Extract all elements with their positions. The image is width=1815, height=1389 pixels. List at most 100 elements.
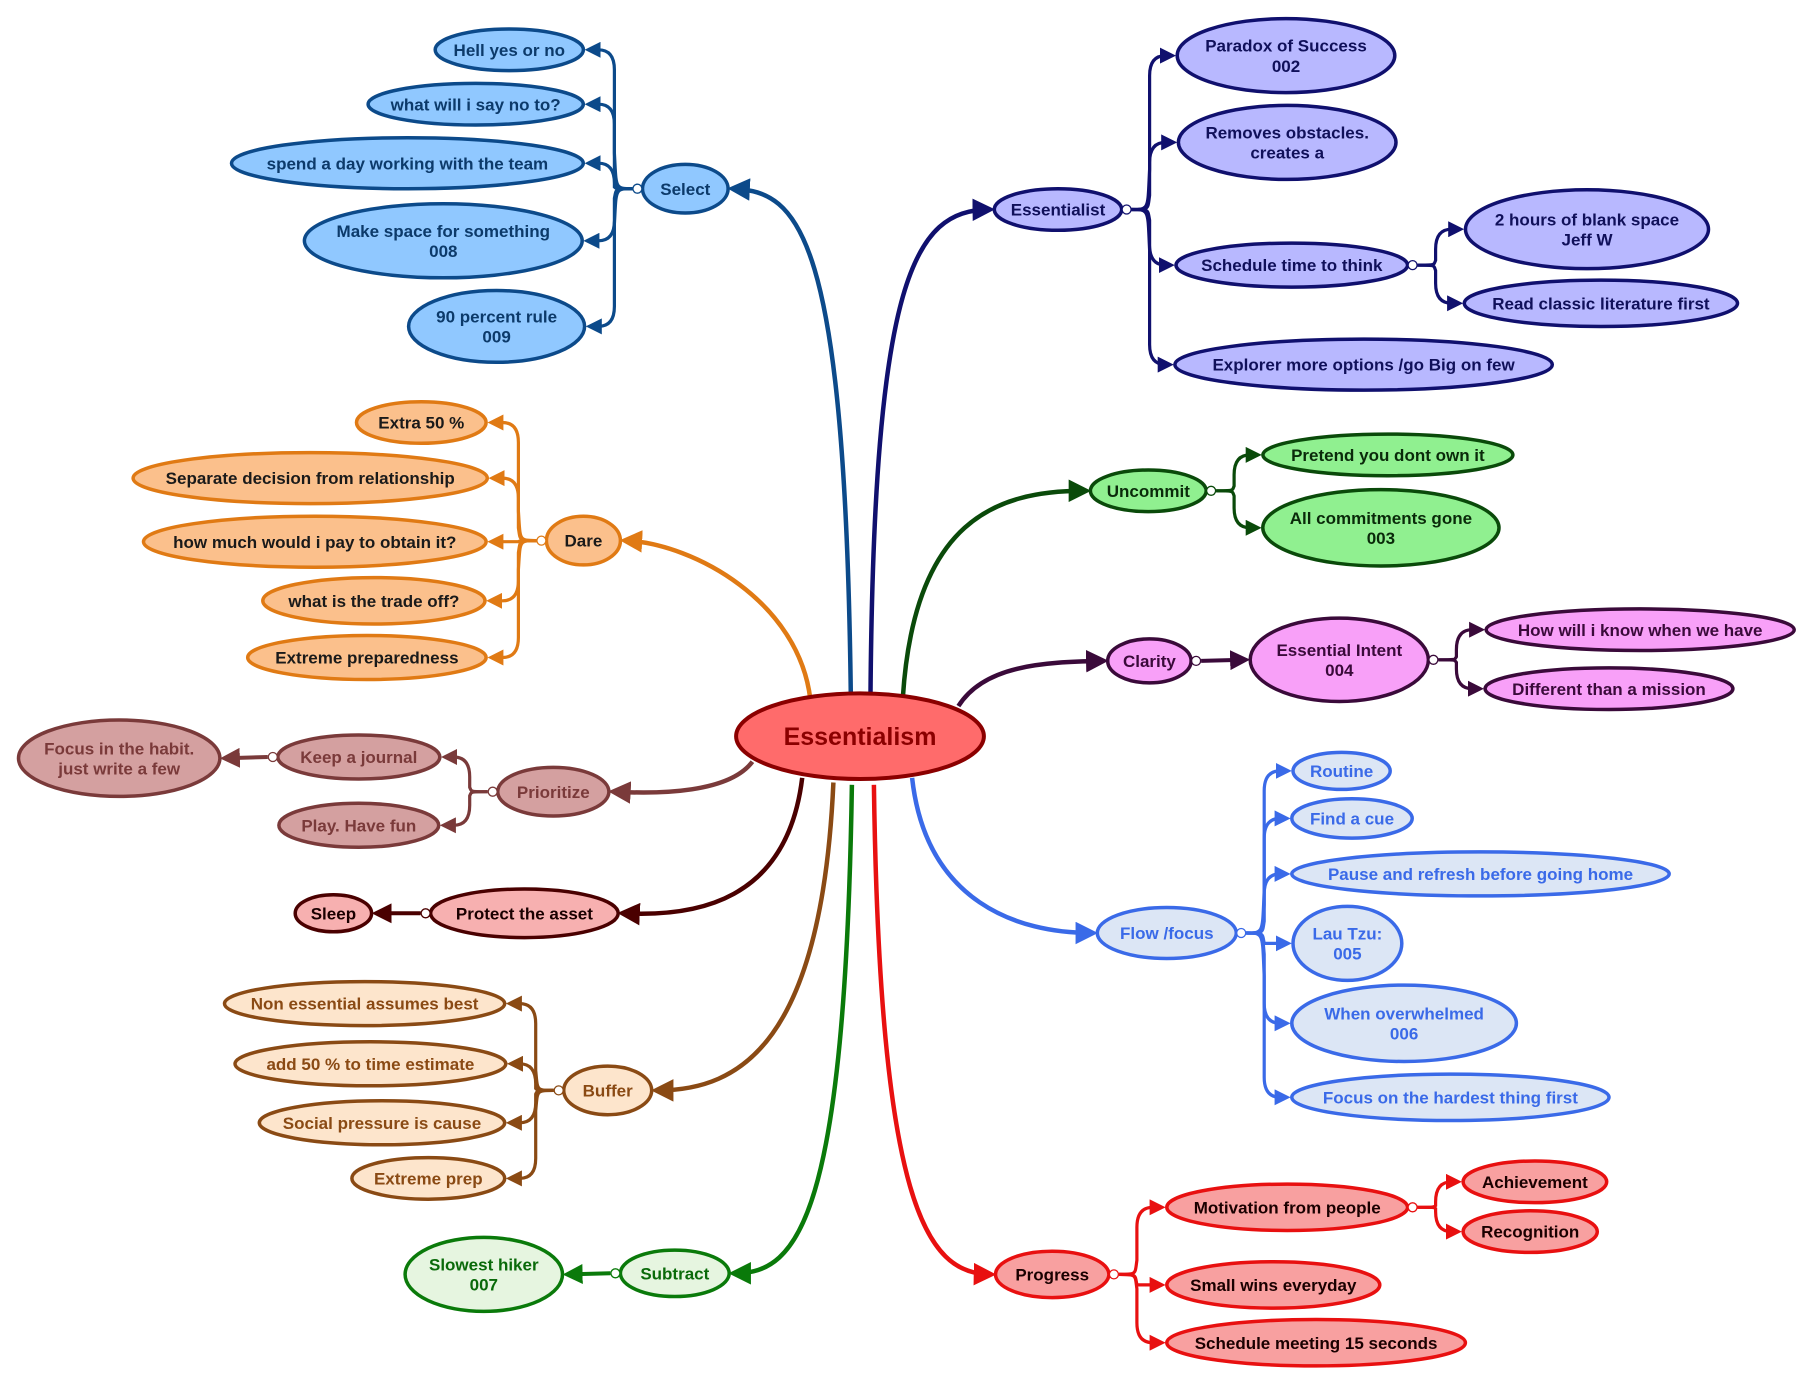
node-subtract[interactable]: Subtract (618, 1248, 731, 1299)
node-find-cue[interactable]: Find a cue (1290, 796, 1414, 840)
expand-toggle[interactable] (536, 535, 547, 546)
node-motivation[interactable]: Motivation from people (1165, 1182, 1410, 1233)
node-separate-decision[interactable]: Separate decision from relationship (131, 450, 490, 506)
node-schedule-meeting[interactable]: Schedule meeting 15 seconds (1165, 1317, 1468, 1368)
node-sublabel: 006 (1390, 1024, 1418, 1043)
expand-toggle[interactable] (1428, 654, 1439, 665)
node-bubble (257, 1099, 507, 1147)
node-pretend[interactable]: Pretend you dont own it (1261, 432, 1515, 478)
node-uncommit[interactable]: Uncommit (1088, 468, 1208, 514)
node-keep-journal[interactable]: Keep a journal (276, 733, 442, 781)
expand-toggle[interactable] (420, 908, 431, 919)
connector-pause-refresh (1246, 865, 1291, 935)
node-hell-yes[interactable]: Hell yes or no (433, 27, 586, 73)
node-label: Slowest hiker (429, 1255, 539, 1274)
node-clarity[interactable]: Clarity (1105, 637, 1193, 685)
expand-toggle[interactable] (553, 1085, 564, 1096)
expand-toggle[interactable] (1205, 485, 1217, 496)
node-select[interactable]: Select (640, 162, 730, 215)
expand-toggle[interactable] (1108, 1269, 1120, 1280)
connector-say-no (584, 96, 633, 191)
expand-toggle[interactable] (1190, 655, 1202, 667)
node-bubble (406, 288, 587, 365)
connector-different-mission (1438, 658, 1484, 697)
node-label: Recognition (1481, 1223, 1579, 1242)
node-root[interactable]: Essentialism (734, 691, 986, 782)
node-routine[interactable]: Routine (1291, 750, 1392, 792)
node-how-much[interactable]: how much would i pay to obtain it? (141, 514, 488, 569)
node-label: Pretend you dont own it (1291, 446, 1485, 465)
node-flow[interactable]: Flow /focus (1095, 905, 1239, 961)
node-focus-habit[interactable]: Focus in the habit.just write a few (16, 718, 222, 799)
node-pause-refresh[interactable]: Pause and refresh before going home (1290, 850, 1671, 898)
node-dare[interactable]: Dare (544, 514, 623, 567)
node-how-know[interactable]: How will i know when we have (1484, 607, 1796, 653)
connector-prioritize (608, 760, 755, 804)
connector-blank-space (1417, 221, 1465, 267)
node-label: Dare (564, 532, 602, 551)
expand-toggle[interactable] (487, 786, 498, 797)
node-bubble (302, 202, 584, 280)
node-recognition[interactable]: Recognition (1461, 1209, 1600, 1255)
connector-achievement (1417, 1173, 1462, 1209)
node-small-wins[interactable]: Small wins everyday (1165, 1259, 1382, 1310)
node-trade-off[interactable]: what is the trade off? (261, 575, 487, 626)
node-achievement[interactable]: Achievement (1461, 1159, 1609, 1205)
node-bubble (734, 691, 986, 782)
connector-pretend (1216, 446, 1262, 493)
expand-toggle[interactable] (1236, 927, 1247, 939)
node-bubble (354, 399, 488, 446)
node-explorer[interactable]: Explorer more options /go Big on few (1173, 337, 1555, 392)
node-add-50[interactable]: add 50 % to time estimate (233, 1040, 508, 1088)
connector-protect (617, 777, 805, 926)
node-extreme-preparedness[interactable]: Extreme preparedness (245, 633, 488, 682)
node-label: Clarity (1123, 652, 1176, 671)
node-extra-50[interactable]: Extra 50 % (354, 399, 488, 446)
node-bubble (1290, 850, 1671, 898)
node-non-essential[interactable]: Non essential assumes best (222, 979, 507, 1028)
node-label: When overwhelmed (1324, 1004, 1484, 1023)
node-play-fun[interactable]: Play. Have fun (277, 801, 441, 850)
node-buffer[interactable]: Buffer (561, 1064, 654, 1117)
connector-explorer (1131, 207, 1174, 373)
node-progress[interactable]: Progress (993, 1249, 1111, 1300)
node-classic-lit[interactable]: Read classic literature first (1462, 278, 1740, 329)
expand-toggle[interactable] (1407, 259, 1418, 271)
node-social-pressure[interactable]: Social pressure is cause (257, 1099, 507, 1147)
node-bubble (1175, 16, 1397, 95)
node-sublabel: 003 (1367, 529, 1395, 548)
node-hardest-first[interactable]: Focus on the hardest thing first (1290, 1072, 1611, 1123)
expand-toggle[interactable] (610, 1268, 621, 1279)
node-essentialist[interactable]: Essentialist (992, 186, 1124, 233)
node-sleep[interactable]: Sleep (293, 893, 374, 934)
node-extreme-prep[interactable]: Extreme prep (350, 1155, 507, 1201)
node-protect[interactable]: Protect the asset (428, 887, 620, 940)
node-spend-day[interactable]: spend a day working with the team (229, 135, 586, 191)
node-label: Pause and refresh before going home (1328, 865, 1633, 884)
node-layer: Select Hell yes or no what will i say no t… (16, 16, 1796, 1368)
node-label: Flow /focus (1120, 924, 1214, 943)
node-label: Removes obstacles. (1205, 123, 1368, 142)
expand-toggle[interactable] (632, 183, 643, 194)
node-removes-obstacles[interactable]: Removes obstacles.creates a (1176, 103, 1398, 182)
node-prioritize[interactable]: Prioritize (495, 765, 611, 818)
node-schedule-think[interactable]: Schedule time to think (1174, 241, 1410, 289)
expand-toggle[interactable] (1121, 204, 1132, 215)
node-lau-tzu[interactable]: Lau Tzu:005 (1291, 904, 1404, 983)
expand-toggle[interactable] (1407, 1202, 1418, 1213)
connector-hardest-first (1246, 931, 1291, 1106)
connector-motivation (1118, 1199, 1166, 1276)
node-label: Sleep (311, 904, 356, 923)
node-different-mission[interactable]: Different than a mission (1483, 666, 1735, 712)
node-bubble (350, 1155, 507, 1201)
expand-toggle[interactable] (267, 751, 278, 763)
node-say-no[interactable]: what will i say no to? (366, 81, 586, 127)
